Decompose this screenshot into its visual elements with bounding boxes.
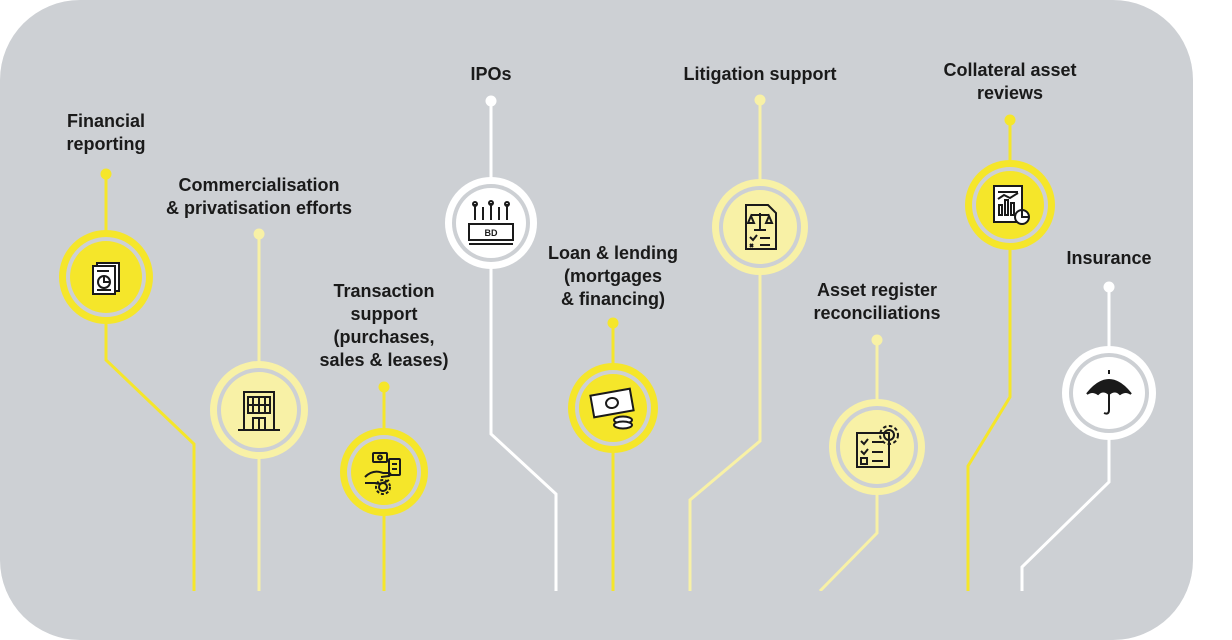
- commercialisation-badge-ring: [217, 368, 301, 452]
- office-building-icon: [234, 386, 284, 434]
- commercialisation-label: Commercialisation & privatisation effort…: [165, 175, 353, 218]
- insurance-badge-ring: [1069, 353, 1149, 433]
- litigation-support-label: Litigation support: [683, 64, 837, 84]
- collateral-asset-badge: [965, 160, 1055, 250]
- cash-coins-icon: [587, 384, 639, 432]
- insurance-label: Insurance: [1066, 248, 1152, 268]
- asset-register-label: Asset register reconciliations: [813, 280, 941, 323]
- financial-reporting-dot: [100, 168, 112, 180]
- asset-register-badge-ring: [836, 406, 918, 488]
- collateral-asset-label: Collateral asset reviews: [943, 60, 1077, 103]
- transaction-support-dot: [378, 381, 390, 393]
- loan-lending-badge: [568, 363, 658, 453]
- transaction-support-label: Transaction support (purchases, sales & …: [319, 281, 449, 370]
- transaction-support-badge: [340, 428, 428, 516]
- ipos-connector: [489, 101, 558, 591]
- report-document-icon: [83, 254, 129, 300]
- ipos-badge: BD: [445, 177, 537, 269]
- ipos-dot: [485, 95, 497, 107]
- loan-lending-label: Loan & lending (mortgages & financing): [548, 243, 678, 309]
- collateral-asset-badge-ring: [972, 167, 1048, 243]
- legal-scales-document-icon: [738, 201, 782, 253]
- hand-transaction-gear-icon: [359, 447, 409, 497]
- svg-text:BD: BD: [485, 228, 498, 238]
- collateral-asset-connector: [966, 120, 1012, 591]
- litigation-support-connector: [688, 100, 762, 591]
- chart-document-icon: [986, 181, 1034, 229]
- background-panel: [0, 0, 1193, 640]
- insurance-connector: [1020, 287, 1111, 591]
- services-diagram: Financial reporting Commercialisation & …: [0, 0, 1193, 640]
- insurance-badge: [1062, 346, 1156, 440]
- collateral-asset-dot: [1004, 114, 1016, 126]
- litigation-support-dot: [754, 94, 766, 106]
- loan-lending-dot: [607, 317, 619, 329]
- ipos-badge-ring: BD: [452, 184, 530, 262]
- umbrella-icon: [1082, 366, 1136, 420]
- financial-reporting-label: Financial reporting: [66, 111, 146, 154]
- commercialisation-dot: [253, 228, 265, 240]
- litigation-support-badge: [712, 179, 808, 275]
- asset-register-badge: [829, 399, 925, 495]
- checklist-gear-icon: [851, 421, 903, 473]
- financial-reporting-badge-ring: [66, 237, 146, 317]
- transaction-support-badge-ring: [347, 435, 421, 509]
- financial-reporting-badge: [59, 230, 153, 324]
- ipos-label: IPOs: [470, 64, 512, 84]
- asset-register-dot: [871, 334, 883, 346]
- loan-lending-badge-ring: [575, 370, 651, 446]
- commercialisation-badge: [210, 361, 308, 459]
- bd-banknote-tree-icon: BD: [465, 198, 517, 248]
- insurance-dot: [1103, 281, 1115, 293]
- litigation-support-badge-ring: [719, 186, 801, 268]
